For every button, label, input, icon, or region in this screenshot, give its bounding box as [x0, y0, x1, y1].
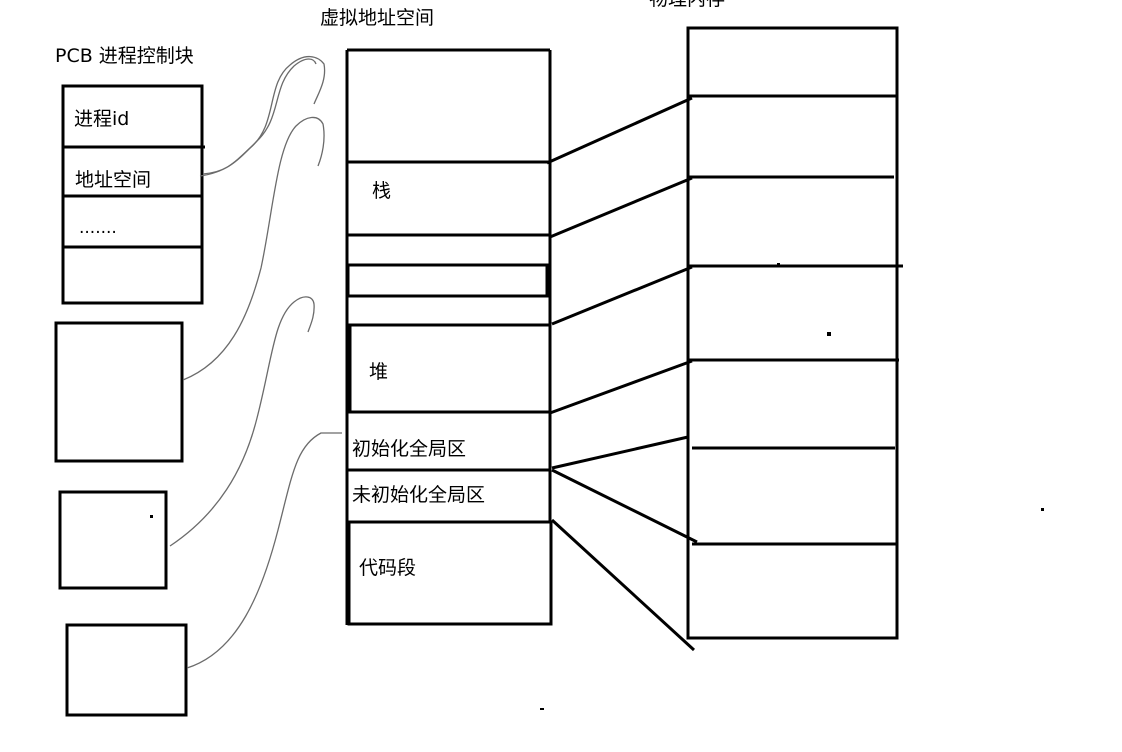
mapping-line — [549, 359, 693, 415]
stack-segment-label: 栈 — [372, 180, 392, 202]
pointer-curve — [186, 432, 342, 669]
pcb-field-ellipsis: ....... — [79, 218, 117, 238]
pointer-curves — [169, 55, 342, 669]
pcb-table — [61, 84, 205, 305]
mapping-line — [551, 265, 693, 326]
pcb-field-address-space: 地址空间 — [75, 169, 152, 191]
pcb-title: PCB 进程控制块 — [55, 45, 194, 67]
pointer-curve — [182, 116, 325, 381]
code-segment-label: 代码段 — [359, 557, 417, 579]
heap-segment-label: 堆 — [369, 361, 389, 383]
physical-memory-title: 物理内存 — [649, 0, 725, 9]
virtual-address-space — [345, 48, 553, 626]
pcb-block-4 — [65, 623, 188, 717]
code-segment-box — [347, 520, 553, 626]
uninit-global-segment-label: 未初始化全局区 — [352, 484, 486, 506]
mapping-line — [550, 518, 696, 652]
ink-dot — [540, 708, 544, 710]
mapping-line — [551, 435, 689, 470]
mapping-line — [549, 176, 693, 239]
ink-dot — [827, 332, 831, 336]
mapping-line — [551, 468, 698, 544]
pointer-curve — [169, 296, 315, 547]
ink-dot — [777, 263, 780, 266]
ink-dot — [150, 515, 153, 518]
pcb-field-process-id: 进程id — [74, 108, 130, 130]
mapping-lines — [546, 96, 698, 652]
pointer-curve — [199, 58, 317, 177]
virtual-address-space-title: 虚拟地址空间 — [320, 7, 435, 29]
physical-memory — [686, 26, 903, 640]
mapping-line — [546, 96, 693, 165]
pointer-curve — [202, 55, 326, 175]
pcb-block-3 — [58, 490, 168, 590]
virtual-small-box — [346, 263, 549, 298]
physical-memory-outline — [686, 26, 899, 640]
other-pcb-blocks — [54, 321, 188, 717]
ink-dot — [1041, 508, 1044, 511]
init-global-segment-label: 初始化全局区 — [352, 438, 467, 460]
pcb-block-2 — [54, 321, 184, 463]
